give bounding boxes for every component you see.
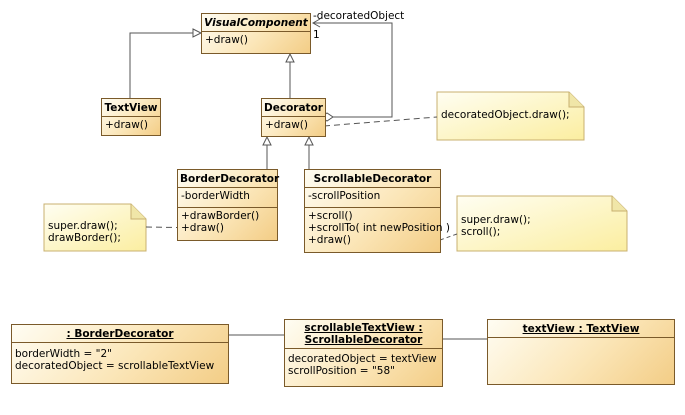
class-name: ScrollableDecorator xyxy=(313,173,432,185)
note-shape-scroll xyxy=(456,195,628,252)
operation: +draw() xyxy=(205,34,248,46)
object-text-view[interactable]: textView : TextView xyxy=(487,319,675,385)
aggregation-decorated-object xyxy=(313,22,393,118)
slots-compartment xyxy=(488,337,674,388)
class-name: BorderDecorator xyxy=(180,173,280,185)
attribute: -borderWidth xyxy=(181,190,250,202)
class-name: TextView xyxy=(104,102,158,114)
note-line: scroll(); xyxy=(461,226,501,238)
note-anchor-scroll xyxy=(439,233,458,241)
class-name: Decorator xyxy=(264,102,323,114)
attributes-compartment: -scrollPosition xyxy=(305,187,440,207)
operations-compartment: +draw() xyxy=(102,116,160,133)
class-visual-component[interactable]: VisualComponent +draw() xyxy=(201,13,311,54)
note-shape-decorator xyxy=(436,91,585,141)
operation: +scrollTo( int newPosition ) xyxy=(308,222,450,234)
note-shape-border xyxy=(43,203,147,252)
slot: decoratedObject = textView xyxy=(288,353,437,365)
note-line: super.draw(); xyxy=(48,220,118,232)
object-title-line: scrollableTextView : xyxy=(304,322,423,334)
slots-compartment: borderWidth = "2" decoratedObject = scro… xyxy=(12,342,228,374)
object-border-decorator[interactable]: : BorderDecorator borderWidth = "2" deco… xyxy=(11,324,229,384)
object-scrollable-text-view[interactable]: scrollableTextView : ScrollableDecorator… xyxy=(284,319,443,387)
association-role-label: -decoratedObject xyxy=(313,10,405,22)
slots-compartment: decoratedObject = textView scrollPositio… xyxy=(285,348,442,379)
object-title: textView : TextView xyxy=(522,323,640,335)
slot: scrollPosition = "58" xyxy=(288,365,395,377)
generalization-textview xyxy=(129,32,193,98)
operations-compartment: +drawBorder() +draw() xyxy=(178,207,277,236)
class-scrollable-decorator[interactable]: ScrollableDecorator -scrollPosition +scr… xyxy=(304,169,450,253)
operation: +draw() xyxy=(181,222,224,234)
slot: decoratedObject = scrollableTextView xyxy=(15,360,215,372)
class-decorator[interactable]: Decorator +draw() xyxy=(261,98,326,137)
note-line: decoratedObject.draw(); xyxy=(441,109,570,121)
note-decorator[interactable]: decoratedObject.draw(); xyxy=(437,103,574,123)
note-anchor-decorator xyxy=(323,116,438,127)
operation: +draw() xyxy=(105,119,148,131)
operations-compartment: +scroll() +scrollTo( int newPosition ) +… xyxy=(305,207,450,248)
note-line: super.draw(); xyxy=(461,214,531,226)
object-title-line: ScrollableDecorator xyxy=(304,334,423,346)
attribute: -scrollPosition xyxy=(308,190,381,202)
operation: +drawBorder() xyxy=(181,210,260,222)
class-text-view[interactable]: TextView +draw() xyxy=(101,98,161,136)
operations-compartment: +draw() xyxy=(262,116,325,133)
object-title: scrollableTextView : ScrollableDecorator xyxy=(285,320,442,348)
operation: +draw() xyxy=(265,119,308,131)
note-scroll[interactable]: super.draw(); scroll(); xyxy=(457,208,535,240)
class-name: VisualComponent xyxy=(204,17,308,29)
operation: +draw() xyxy=(308,234,351,246)
slot: borderWidth = "2" xyxy=(15,348,112,360)
class-border-decorator[interactable]: BorderDecorator -borderWidth +drawBorder… xyxy=(177,169,280,241)
association-multiplicity-label: 1 xyxy=(313,29,320,41)
attributes-compartment: -borderWidth xyxy=(178,187,277,207)
note-line: drawBorder(); xyxy=(48,232,121,244)
note-border[interactable]: super.draw(); drawBorder(); xyxy=(44,214,125,246)
object-title: : BorderDecorator xyxy=(66,328,174,340)
operations-compartment: +draw() xyxy=(202,31,310,48)
operation: +scroll() xyxy=(308,210,353,222)
